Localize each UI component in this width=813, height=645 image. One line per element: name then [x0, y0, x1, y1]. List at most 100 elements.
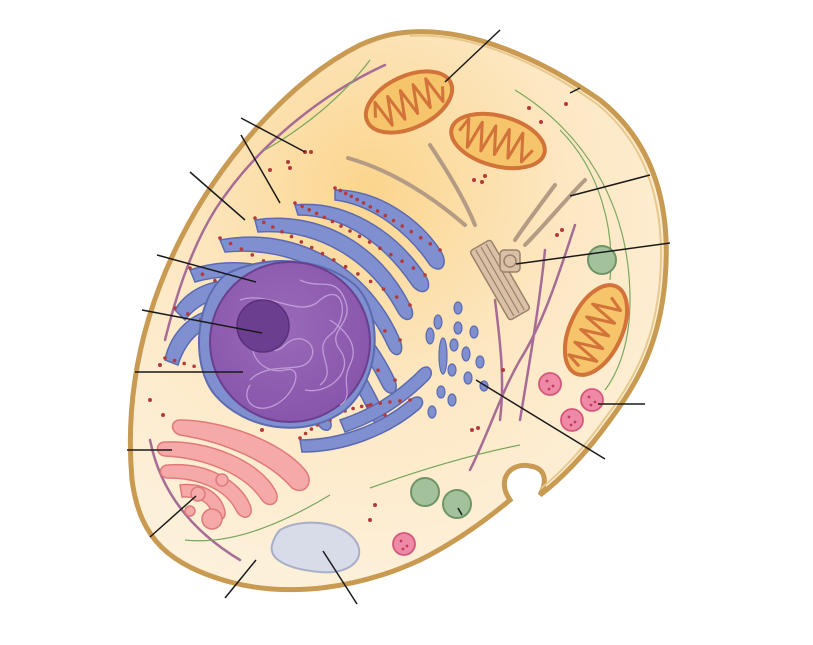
ribosome-dot: [411, 266, 416, 270]
ribosome-dot: [378, 401, 383, 406]
ribosome-dot: [357, 234, 362, 239]
ribosome-dot: [289, 234, 294, 239]
ribosome-dot: [351, 406, 355, 411]
ribosome-dot: [320, 251, 325, 256]
ribosome-dot: [309, 427, 314, 431]
leader-membrane: [224, 559, 257, 599]
leader-golgi-vesicle: [149, 495, 197, 538]
ribosome-dot: [314, 211, 319, 216]
ribosome-dot: [355, 197, 360, 202]
ribosome-dot: [378, 246, 382, 250]
leader-centrioles: [515, 242, 671, 265]
ribosome-dot: [391, 218, 396, 223]
ribosome-dot: [409, 229, 414, 234]
ribosome-dot: [408, 303, 412, 307]
mitochondrion-1: [363, 69, 455, 135]
ribosome-dot: [389, 252, 393, 257]
vacuole: [270, 521, 361, 574]
leader-nucleus: [156, 254, 257, 283]
ribosome-dot: [398, 399, 402, 403]
ribosome-dot: [213, 278, 217, 283]
leader-free-ribosome: [240, 117, 306, 153]
ribosome-dot: [330, 219, 335, 224]
centrioles: [469, 239, 531, 321]
ribosome-dot: [332, 258, 336, 262]
ribosome-dot: [361, 201, 366, 205]
ribosome-dot: [400, 259, 404, 264]
ribosome-dot: [173, 306, 177, 310]
ribosome-dot: [359, 404, 364, 409]
ribosome-dot: [356, 272, 360, 276]
ribosome-dot: [349, 194, 354, 199]
ribosome-dot: [388, 400, 392, 404]
ribosome-dot: [262, 220, 266, 225]
ribosome-dot: [438, 248, 442, 252]
ribosome-dot: [366, 403, 370, 408]
ribosome-dot: [383, 213, 388, 218]
smooth-er-fragments: [425, 301, 489, 419]
ribosome-dot: [188, 266, 192, 270]
ribosome-dot: [271, 225, 275, 229]
ribosome-dot: [172, 358, 177, 363]
ribosome-dot: [381, 287, 386, 291]
vesicles: [410, 245, 617, 519]
leader-lines: [127, 29, 671, 605]
ribosome-dot: [253, 216, 257, 220]
mitochondrion-3: [562, 283, 630, 377]
ribosome-dot: [182, 361, 186, 366]
ribosome-dot: [163, 356, 167, 360]
ribosome-dot: [322, 215, 327, 220]
leader-microtubule: [569, 87, 581, 94]
ribosome-dot: [369, 402, 373, 407]
nucleolus: [236, 299, 290, 353]
microtubules: [346, 143, 587, 247]
ribosome-dot: [200, 272, 205, 277]
ribosome-dot: [186, 312, 190, 316]
free-ribosomes: [148, 102, 568, 522]
ribosome-dot: [368, 279, 373, 284]
ribosome-dot: [343, 264, 348, 269]
ribosome-dot: [408, 398, 412, 402]
ribosome-dot: [228, 241, 233, 246]
leader-cytoskeleton: [189, 171, 246, 221]
leader-microtubules: [569, 174, 651, 197]
ribosome-dot: [309, 245, 314, 250]
leader-vacuole: [322, 550, 358, 605]
ribosome-dot: [298, 436, 302, 440]
ribosome-dot: [383, 413, 387, 417]
ribosome-dot: [428, 242, 433, 246]
mitochondrion-2: [449, 111, 547, 171]
lysosomes: [392, 372, 604, 556]
chromatin: [239, 279, 354, 409]
leader-mitochondrion: [444, 29, 501, 83]
ribosome-dot: [343, 191, 348, 196]
ribosome-dot: [394, 295, 399, 299]
ribosome-dot: [383, 329, 387, 333]
ribosome-dot: [376, 368, 380, 373]
ribosome-dot: [423, 273, 427, 277]
ribosome-dot: [375, 209, 380, 213]
nucleus: [198, 260, 376, 429]
lysosome-enzymes: [399, 379, 597, 551]
ribosome-dot: [398, 338, 402, 342]
leader-rough-er: [240, 134, 281, 204]
ribosome-dot: [339, 224, 343, 228]
ribosome-dot: [307, 208, 312, 212]
ribosome-dot: [239, 247, 244, 251]
ribosome-dot: [368, 205, 373, 209]
leader-nucleolus: [141, 309, 263, 334]
cell-membrane-inner: [409, 34, 662, 490]
ribosome-dot: [293, 201, 297, 205]
ribosome-dot: [192, 364, 196, 369]
ribosome-dot: [367, 240, 372, 244]
ribosome-dot: [418, 235, 423, 240]
leader-smooth-er: [475, 379, 606, 460]
ribosome-dot: [300, 204, 304, 209]
cytoskeleton: [148, 63, 577, 562]
ribosome-dot: [218, 236, 222, 240]
ribosome-dot: [280, 229, 284, 234]
ribosome-dot: [250, 253, 255, 257]
ribosome-dot: [400, 224, 405, 228]
